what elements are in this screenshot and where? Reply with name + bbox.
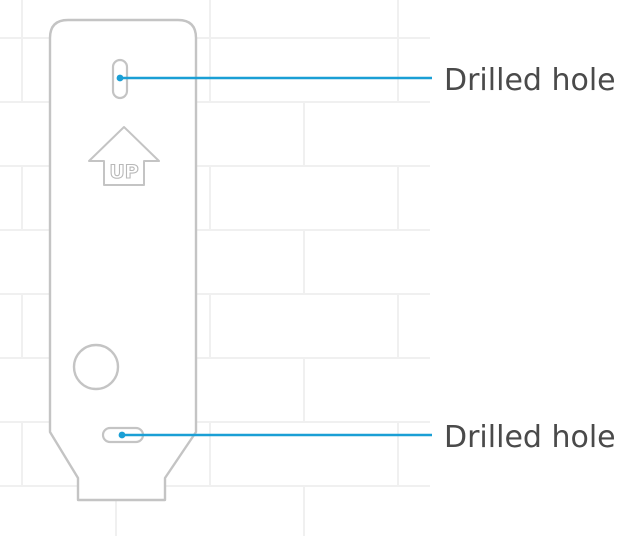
callout-top: Drilled hole (116, 63, 616, 98)
callout-label-top: Drilled hole (444, 63, 616, 98)
mounting-plate: UP (48, 18, 198, 502)
up-arrow-icon: UP (88, 126, 160, 186)
callout-dot-bottom (118, 431, 126, 439)
callout-label-bottom: Drilled hole (444, 420, 616, 455)
callout-dot-top (116, 74, 124, 82)
circle-icon (72, 343, 120, 391)
callout-bottom: Drilled hole (118, 420, 616, 455)
up-arrow-label: UP (109, 161, 138, 183)
